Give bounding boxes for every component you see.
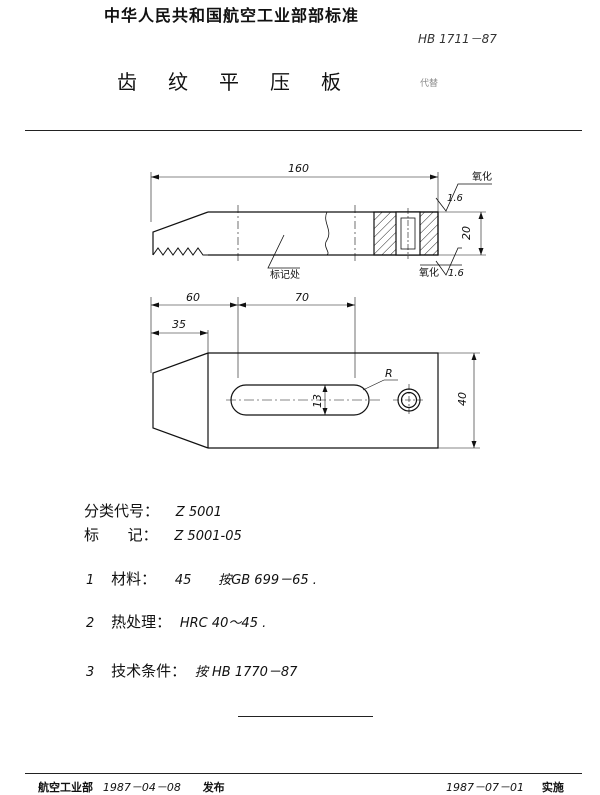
spec-item-technical-conditions: 3 技术条件： 按 HB 1770－87 (86, 660, 297, 681)
issuer: 航空工业部 (38, 781, 93, 794)
roughness-top-label: 1.6 (447, 193, 463, 204)
roughness-bottom-label: 1.6 (448, 268, 464, 279)
title-char: 平 (219, 70, 239, 94)
footer-effective: 1987－07－01 实施 (446, 779, 564, 795)
dim-60-label: 60 (186, 291, 200, 304)
footer-issue: 航空工业部 1987－04－08 发布 (38, 779, 225, 795)
spec-item-material: 1 材料： 45 按GB 699－65 . (86, 568, 317, 589)
spec-item-label: 技术条件： (111, 662, 187, 680)
replaces-note: 代替 (420, 79, 439, 89)
spec-item-number: 2 (86, 616, 95, 631)
dim-70-label: 70 (295, 291, 309, 304)
title-char: 压 (270, 70, 290, 94)
mark-location-label: 标记处 (270, 269, 300, 281)
standard-number: HB 1711－87 (418, 32, 497, 46)
header-rule (25, 130, 582, 131)
dim-height-label: 20 (460, 226, 473, 240)
front-view-labels: 160 20 氧化 1.6 氧化 1.6 标记处 (270, 162, 492, 281)
dim-35-label: 35 (172, 318, 186, 331)
class-code-value: Z 5001 (175, 505, 222, 520)
spec-item-extra: 按GB 699－65 . (218, 573, 317, 588)
radius-label: R (385, 367, 393, 380)
mark-row: 标 记： Z 5001-05 (84, 524, 242, 545)
spec-item-number: 3 (86, 665, 95, 680)
title-char: 纹 (168, 70, 188, 94)
spec-item-value: 按 HB 1770－87 (194, 665, 298, 680)
footer-rule (25, 773, 582, 774)
plan-view-labels: 60 70 35 40 13 R (172, 291, 469, 408)
issue-word: 发布 (202, 781, 225, 794)
effective-date: 1987－07－01 (446, 781, 524, 794)
dim-width-label: 40 (456, 392, 469, 406)
front-view (150, 172, 492, 276)
issue-date: 1987－04－08 (102, 781, 181, 794)
class-code-row: 分类代号： Z 5001 (84, 500, 222, 521)
spec-item-value: HRC 40～45 . (179, 616, 267, 631)
spec-item-heat-treatment: 2 热处理： HRC 40～45 . (86, 611, 266, 632)
finish-bottom-label: 氧化 (419, 266, 439, 279)
spec-item-label: 材料： (111, 570, 157, 588)
plan-view (150, 297, 480, 449)
spec-item-number: 1 (86, 573, 95, 588)
slot-width-label: 13 (311, 394, 324, 408)
title-char: 齿 (117, 70, 137, 94)
issuing-authority: 中华人民共和国航空工业部部标准 (104, 6, 360, 25)
title-char: 板 (321, 70, 341, 94)
mark-value: Z 5001-05 (174, 529, 242, 544)
finish-top-label: 氧化 (472, 170, 492, 183)
spec-item-value: 45 (174, 573, 192, 588)
mark-label: 标 记： (84, 526, 158, 544)
document-title: 齿纹平压板 (117, 66, 372, 95)
class-code-label: 分类代号： (84, 502, 160, 520)
technical-drawing: 160 20 氧化 1.6 氧化 1.6 标记处 (150, 162, 492, 449)
end-rule (238, 716, 373, 717)
spec-item-label: 热处理： (111, 613, 172, 631)
effective-word: 实施 (541, 781, 564, 794)
dim-length-label: 160 (288, 162, 309, 175)
